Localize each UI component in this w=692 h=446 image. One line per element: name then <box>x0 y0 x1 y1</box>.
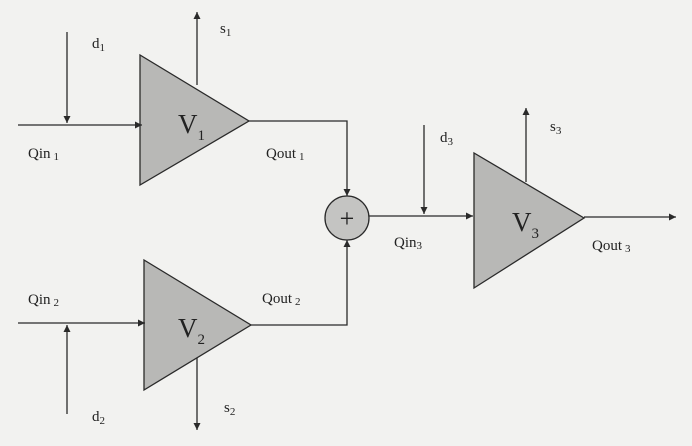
tank-v3-label: V3 <box>512 207 539 242</box>
tank-v3-shape <box>473 151 586 290</box>
d3-label: d3 <box>440 130 454 148</box>
tank-v2-label: V2 <box>178 313 205 348</box>
summing-junction <box>324 195 370 241</box>
sum-symbol: + <box>340 204 355 233</box>
d2-label: d2 <box>92 409 105 427</box>
s2-label: s2 <box>224 400 235 418</box>
qout1-arrow <box>249 120 351 196</box>
qout2-arrow <box>251 240 351 326</box>
qin3-label: Qin3 <box>394 235 423 252</box>
tank-v1-shape <box>139 53 251 187</box>
s1-label: s1 <box>220 21 231 39</box>
s3-label: s3 <box>550 119 562 137</box>
d1-label: d1 <box>92 36 105 54</box>
tank-v1-label: V1 <box>178 109 205 144</box>
